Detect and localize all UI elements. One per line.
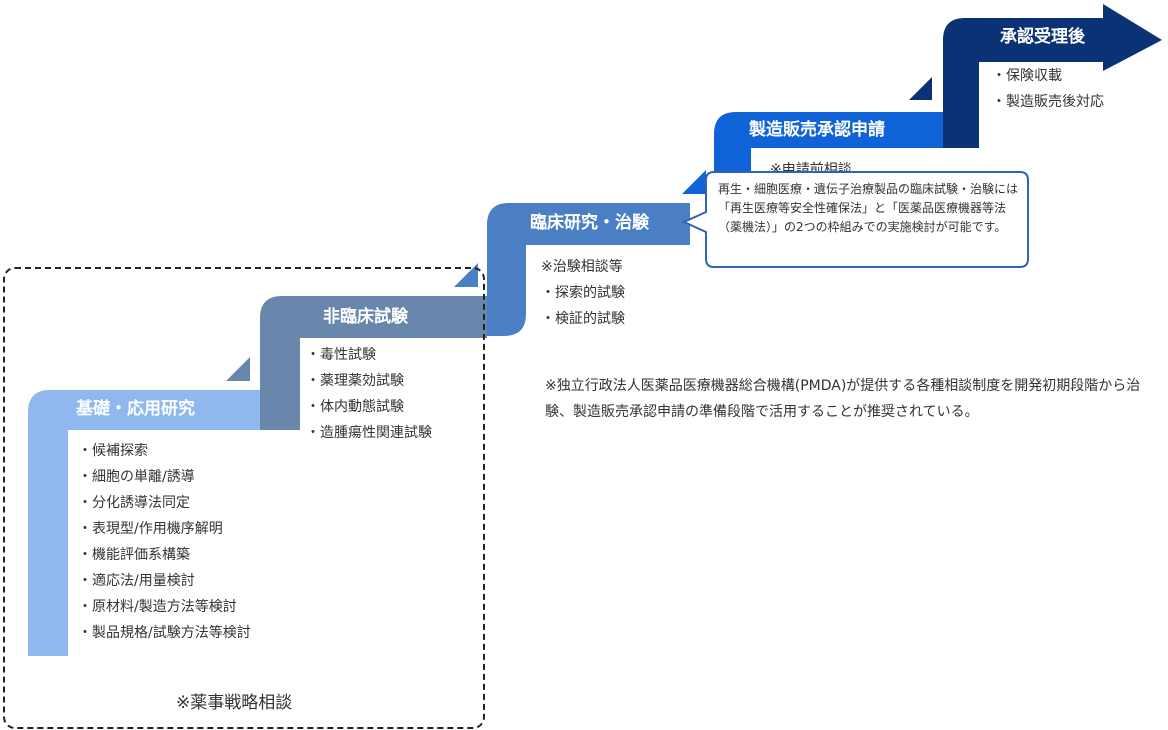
step4-shape (714, 112, 943, 178)
triangle-marker (454, 263, 478, 287)
step1-title: 基礎・応用研究 (76, 399, 195, 419)
list-item: ・機能評価系構築 (78, 547, 190, 563)
list-item: ・検証的試験 (541, 311, 625, 327)
step1-shape (28, 390, 260, 656)
step2-list: ・毒性試験 ・薬理薬効試験 ・体内動態試験 ・造腫瘍性関連試験 (306, 342, 432, 446)
list-item: ・候補探索 (78, 443, 148, 459)
list-item: ・製造販売後対応 (992, 94, 1104, 110)
list-item: ・製品規格/試験方法等検討 (78, 625, 251, 641)
strategy-note: ※薬事戦略相談 (176, 693, 293, 713)
step3-title: 臨床研究・治験 (530, 213, 649, 233)
list-item: ・分化誘導法同定 (78, 495, 190, 511)
list-item: ・探索的試験 (541, 285, 625, 301)
step5-list: ・保険収載 ・製造販売後対応 (992, 63, 1104, 115)
list-item: ・薬理薬効試験 (306, 373, 404, 389)
list-item: ※治験相談等 (541, 259, 623, 275)
step5-title: 承認受理後 (1000, 27, 1085, 47)
triangle-marker (226, 357, 250, 381)
step1-list: ・候補探索 ・細胞の単離/誘導 ・分化誘導法同定 ・表現型/作用機序解明 ・機能… (78, 438, 251, 646)
pmda-note: ※独立行政法人医薬品医療機器総合機構(PMDA)が提供する各種相談制度を開発初期… (545, 378, 1141, 420)
list-item: ・毒性試験 (306, 347, 376, 363)
triangle-marker (682, 170, 706, 194)
step3-list: ※治験相談等 ・探索的試験 ・検証的試験 (541, 254, 625, 332)
step3-shape (487, 203, 690, 336)
list-item: ・造腫瘍性関連試験 (306, 425, 432, 441)
step2-title: 非臨床試験 (323, 307, 408, 327)
list-item: ・表現型/作用機序解明 (78, 521, 223, 537)
list-item: ・原材料/製造方法等検討 (78, 599, 237, 615)
callout-text: 再生・細胞医療・遺伝子治療製品の臨床試験・治験には「再生医療等安全性確保法」と「… (718, 182, 1019, 234)
list-item: ・細胞の単離/誘導 (78, 469, 195, 485)
list-item: ・適応法/用量検討 (78, 573, 195, 589)
step2-shape (260, 296, 487, 430)
list-item: ・体内動態試験 (306, 399, 404, 415)
strategy-consultation-box (3, 267, 485, 729)
step4-title: 製造販売承認申請 (749, 120, 885, 140)
triangle-marker (909, 77, 932, 100)
list-item: ・保険収載 (992, 68, 1062, 84)
step5-shape (943, 4, 1162, 148)
